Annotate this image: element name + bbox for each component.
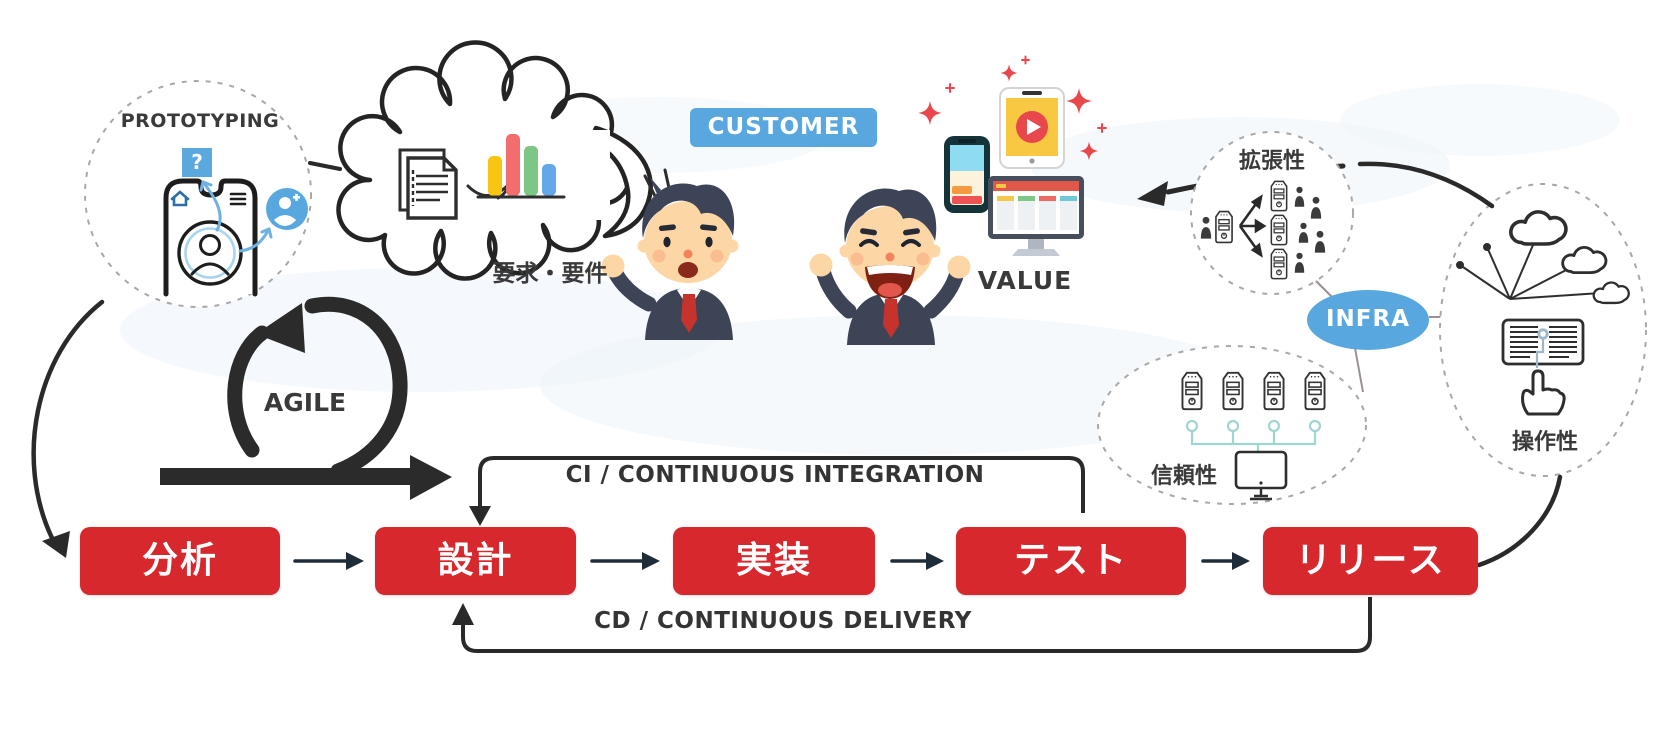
monitor-icon [988,176,1084,256]
customer-character-happy [809,188,971,345]
reliability-ellipse [1097,345,1367,505]
pipeline-flow-arrows [293,552,1250,570]
flow-arrow [890,552,944,570]
requirements-label: 要求・要件 [492,261,608,287]
sparkle-plus [945,55,1107,133]
cloud-tail [587,125,653,239]
release-to-usability-curve [1357,161,1563,568]
infra-connector-lines [1315,280,1441,393]
sparkle-icon [1000,64,1018,82]
prototype-flow-arrows [199,180,273,253]
ci-loop-line [469,456,1085,526]
scalability-circle [1190,131,1354,295]
infra-ellipse [1307,290,1429,350]
cd-loop-line [452,597,1372,653]
value-devices [918,55,1107,256]
step-design: 設計 [375,527,576,595]
agile-label: AGILE [263,388,347,417]
scalability-label: 拡張性 [1238,149,1305,174]
share-user-icon [266,188,308,230]
server-cluster-icon [1181,371,1326,452]
bar-chart-icon [476,134,566,199]
branch-arrows-icon [1238,194,1267,258]
ci-label: CI / CONTINUOUS INTEGRATION [565,462,985,488]
tablet-icon [999,87,1065,169]
requirements-cloud [336,40,653,281]
server-icon [1270,214,1288,246]
prototyping-label: PROTOTYPING [120,110,280,132]
sparkle-icon [1066,88,1092,114]
step-implementation: 実装 [673,527,875,595]
prototyping-to-analysis-arrow [31,299,105,558]
hand-cursor-icon [1521,369,1566,416]
prototype-phone-icon [163,178,258,297]
sparkle-icon [918,101,942,125]
agile-loop-icon [160,296,452,500]
value-label: VALUE [977,266,1073,295]
smartphone-icon [944,136,990,213]
panel-icon [1501,318,1585,368]
server-icon [1215,210,1233,244]
usability-label: 操作性 [1511,430,1578,455]
prototyping-to-cloud-line [308,161,342,171]
reliability-label: 信頼性 [1150,464,1217,489]
cd-label: CD / CONTINUOUS DELIVERY [594,608,972,634]
step-test: テスト [956,527,1186,595]
customer-character-talking [601,168,739,340]
flow-arrow [1201,552,1250,570]
documents-icon [398,148,458,220]
infra-label: INFRA [1325,306,1411,332]
client-monitor-icon [1234,450,1288,501]
step-release: リリース [1263,527,1478,595]
customer-badge: CUSTOMER [690,108,877,147]
server-icon [1270,180,1288,212]
usability-ellipse [1439,183,1647,477]
step-analysis: 分析 [80,527,280,595]
server-icon [1270,248,1288,280]
cloud-network-icon [1456,210,1630,305]
question-sticky: ? [182,148,212,177]
flow-arrow [293,552,364,570]
flow-arrow [590,552,660,570]
